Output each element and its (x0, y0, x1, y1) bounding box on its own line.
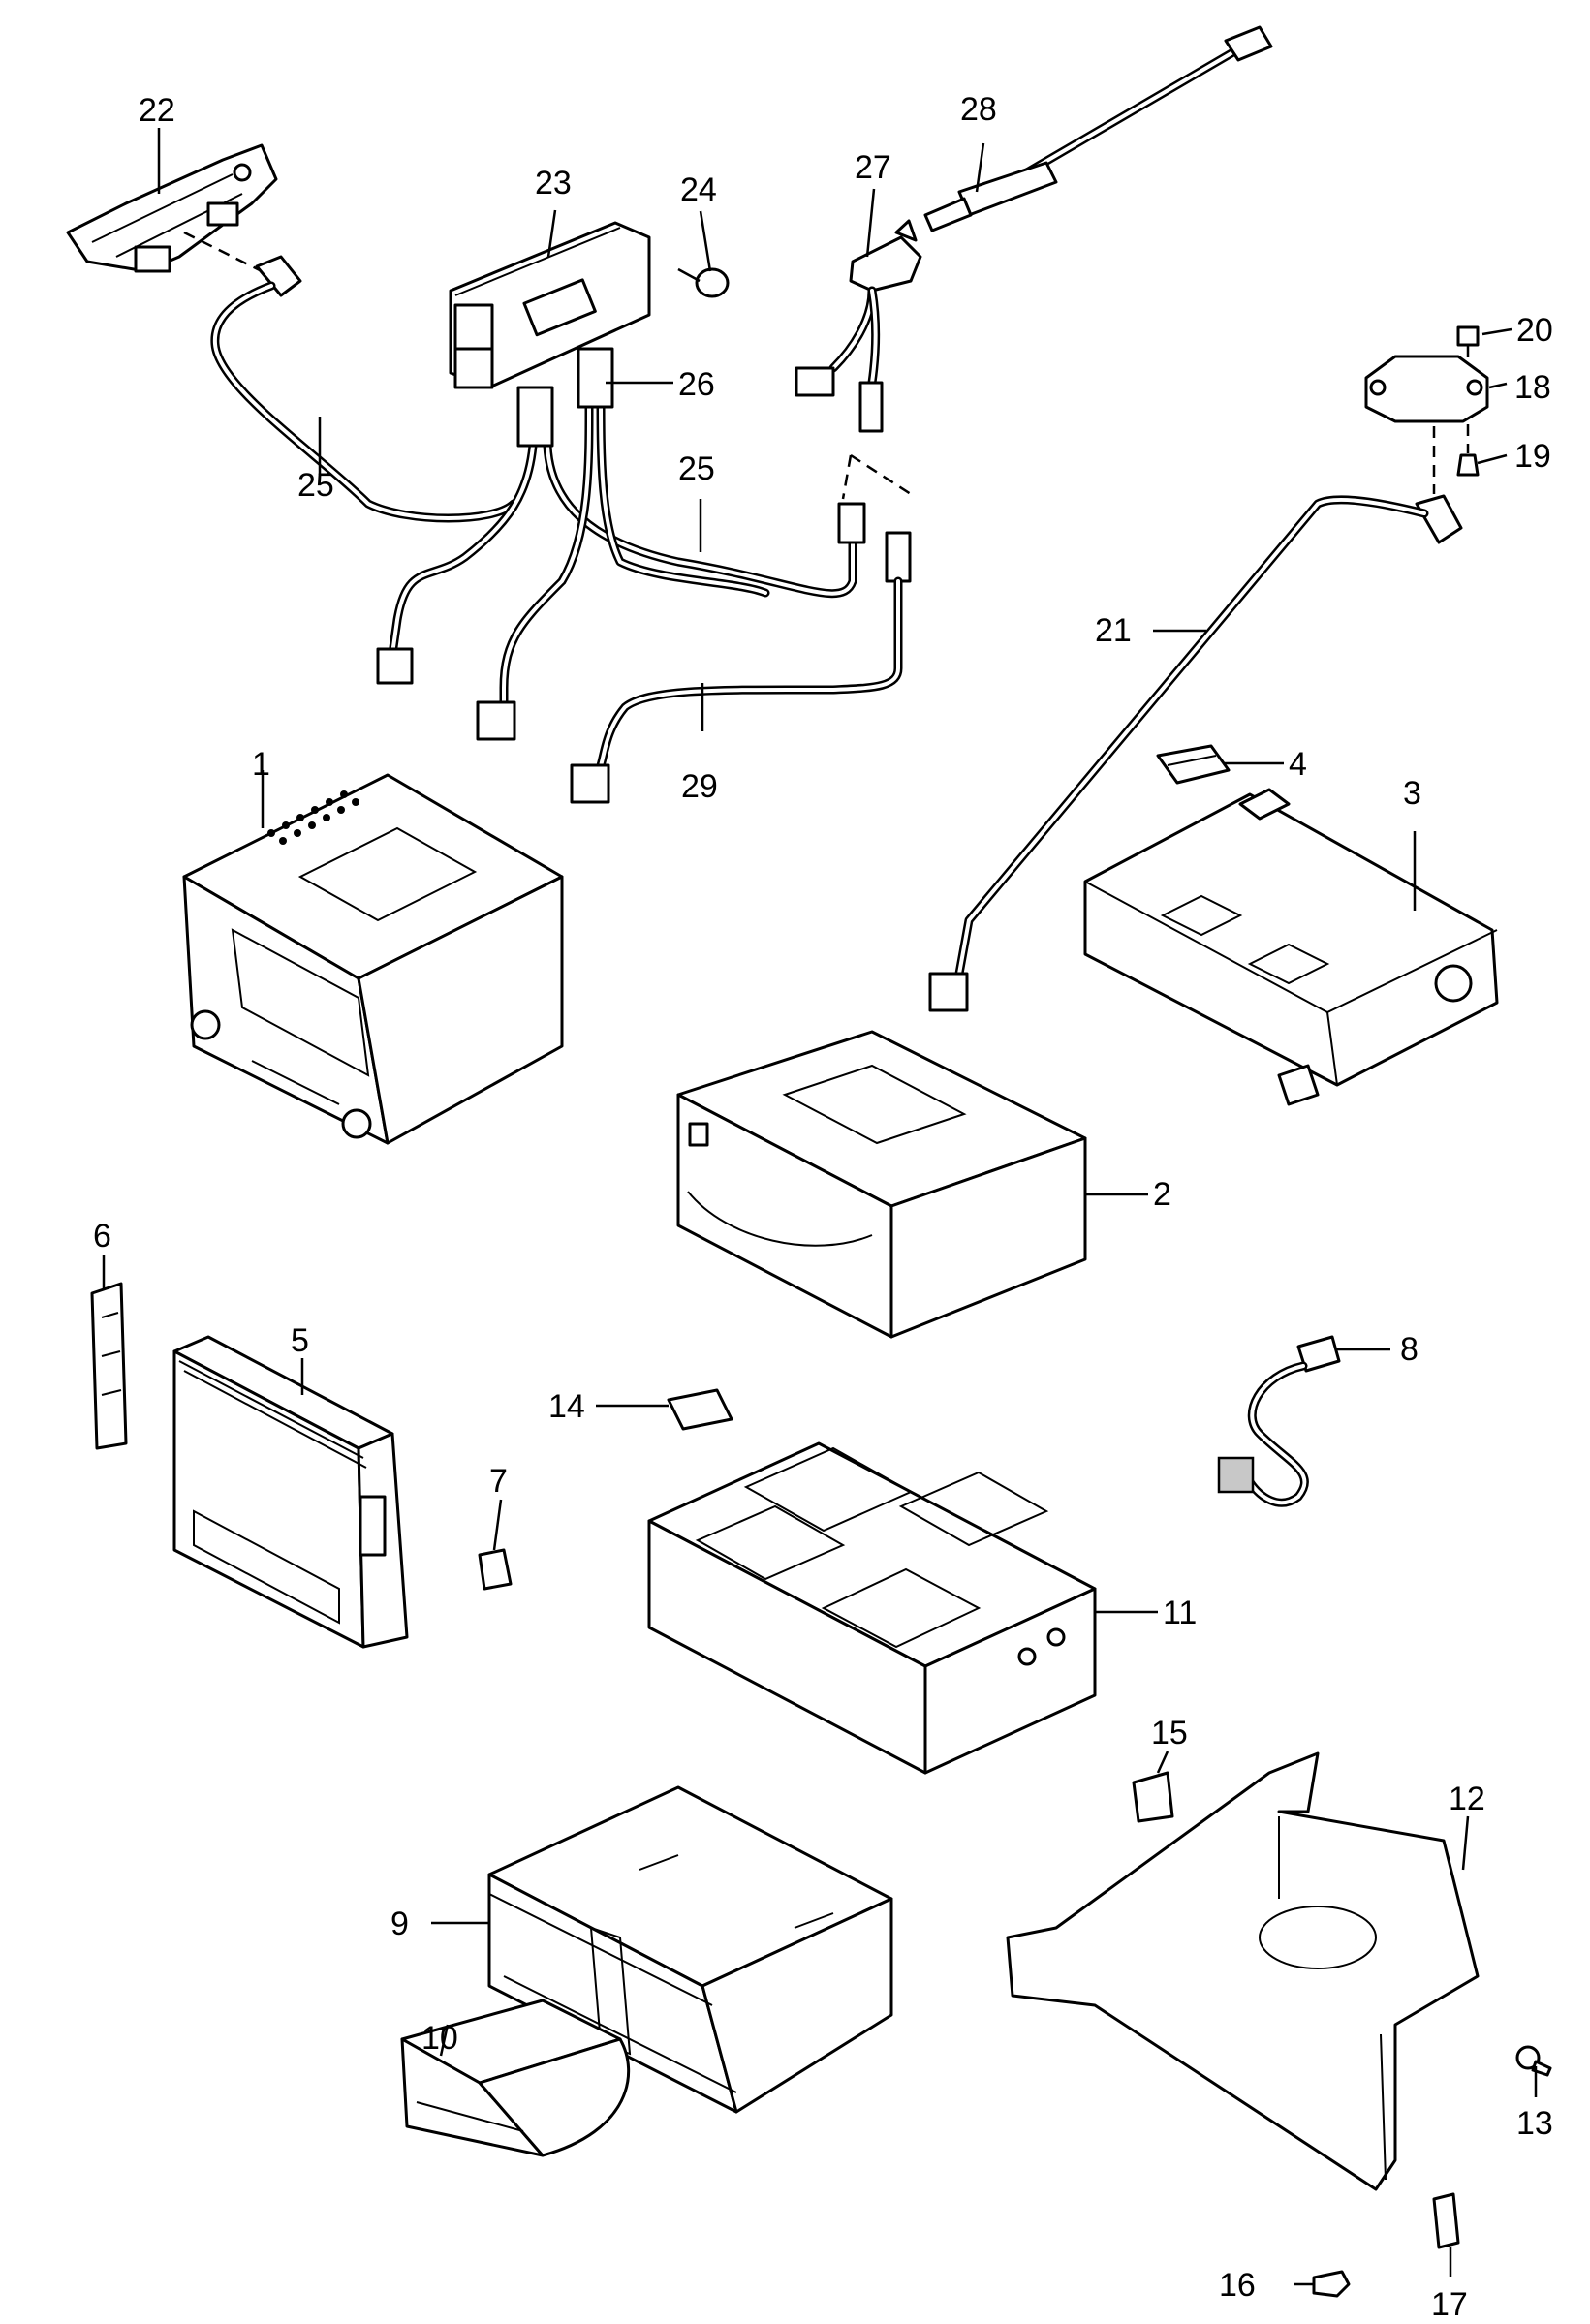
label-6: 6 (93, 1218, 111, 1255)
label-25-left: 25 (297, 467, 334, 504)
mounting-bracket-12 (1006, 1751, 1480, 2191)
label-4: 4 (1289, 746, 1307, 783)
cd-changer-holder (647, 1441, 1097, 1775)
label-16: 16 (1219, 2267, 1256, 2304)
antenna-amplifier (1364, 325, 1489, 477)
label-10: 10 (421, 2020, 458, 2057)
label-28: 28 (960, 91, 997, 128)
push-clip (677, 267, 730, 298)
clip-14 (667, 1388, 733, 1431)
label-15: 15 (1151, 1715, 1188, 1751)
cd-changer (487, 1785, 893, 2114)
label-21: 21 (1095, 612, 1132, 649)
label-26: 26 (678, 366, 715, 403)
leader-lines (102, 128, 1538, 2277)
label-17: 17 (1431, 2286, 1468, 2323)
mounting-frame-3 (1083, 788, 1499, 1106)
control-module (449, 221, 651, 389)
label-8: 8 (1400, 1331, 1419, 1368)
label-3: 3 (1403, 775, 1421, 812)
label-12: 12 (1449, 1781, 1485, 1817)
bolt-16 (1294, 2270, 1351, 2298)
label-23: 23 (535, 165, 572, 201)
label-24: 24 (680, 171, 717, 208)
label-13: 13 (1516, 2105, 1553, 2142)
clip-15 (1132, 1771, 1174, 1823)
label-27: 27 (855, 149, 891, 186)
bracket-6 (90, 1282, 128, 1450)
label-14: 14 (548, 1388, 585, 1425)
clip-7 (478, 1548, 513, 1591)
callout-labels: 22 23 24 27 28 26 25 25 29 20 18 19 21 4… (93, 91, 1553, 2323)
label-29: 29 (681, 768, 718, 805)
label-9: 9 (390, 1906, 409, 1942)
cable-harness (376, 347, 866, 741)
wiring-harness-8 (1217, 1335, 1341, 1507)
label-18: 18 (1514, 369, 1551, 406)
label-22: 22 (139, 92, 175, 129)
retaining-clip-4 (1156, 744, 1231, 785)
antenna-cable-upper (210, 255, 518, 523)
control-unit-5 (172, 1335, 409, 1649)
antenna-rod (923, 25, 1273, 232)
antenna-cable-21 (928, 494, 1463, 1012)
label-7: 7 (489, 1463, 508, 1500)
label-25-center: 25 (678, 450, 715, 487)
bolt-13 (1515, 2045, 1552, 2077)
label-20: 20 (1516, 312, 1553, 349)
cd-drive (676, 1030, 1087, 1339)
label-5: 5 (291, 1322, 309, 1359)
navigation-radio-unit (182, 773, 564, 1145)
label-1: 1 (252, 746, 270, 783)
label-11: 11 (1163, 1595, 1197, 1631)
antenna-amplifier-bracket (66, 143, 278, 273)
label-19: 19 (1514, 438, 1551, 475)
nut-17 (1432, 2192, 1460, 2249)
antenna-base (795, 219, 922, 433)
antenna-cable-29 (570, 531, 912, 804)
label-2: 2 (1153, 1176, 1171, 1213)
cd-magazine (400, 1999, 631, 2157)
